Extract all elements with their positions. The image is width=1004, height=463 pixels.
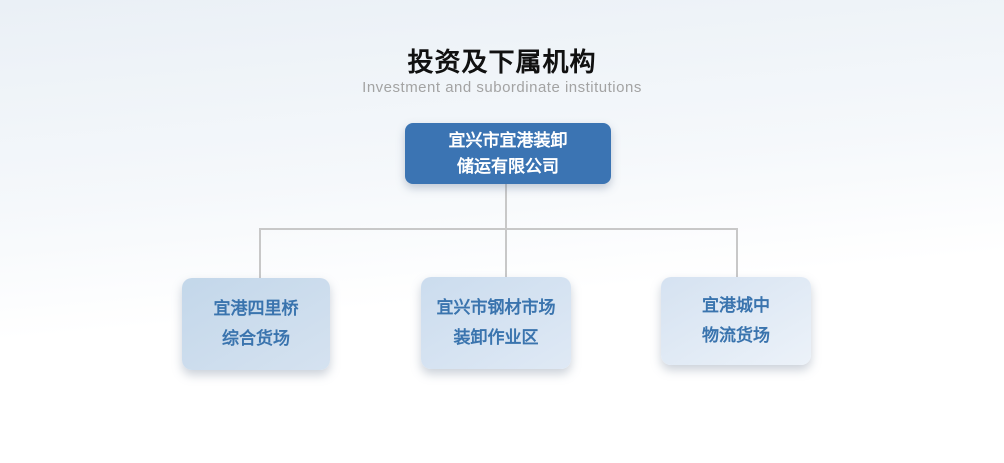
connector-horizontal bbox=[259, 228, 738, 230]
org-node-child-line2: 物流货场 bbox=[702, 326, 770, 345]
page-title: 投资及下属机构 bbox=[407, 47, 597, 77]
org-node-child-siliqiao: 宜港四里桥 综合货场 bbox=[182, 278, 330, 370]
connector-root-stem bbox=[505, 184, 507, 229]
connector-drop-left bbox=[259, 230, 261, 278]
org-node-child-line2: 装卸作业区 bbox=[453, 328, 539, 347]
org-node-child-line1: 宜兴市钢材市场 bbox=[436, 298, 556, 317]
connector-drop-right bbox=[736, 230, 738, 277]
org-node-child-line1: 宜港城中 bbox=[702, 296, 770, 315]
org-node-root-line1: 宜兴市宜港装卸 bbox=[448, 130, 568, 150]
org-node-child-steel-market: 宜兴市钢材市场 装卸作业区 bbox=[421, 277, 571, 369]
org-node-child-line2: 综合货场 bbox=[222, 329, 290, 348]
org-node-child-line1: 宜港四里桥 bbox=[213, 299, 299, 318]
org-node-root: 宜兴市宜港装卸 储运有限公司 bbox=[405, 123, 611, 184]
connector-drop-center bbox=[505, 230, 507, 277]
org-node-root-line2: 储运有限公司 bbox=[457, 156, 559, 176]
org-node-child-chengzhong: 宜港城中 物流货场 bbox=[661, 277, 811, 365]
page-subtitle: Investment and subordinate institutions bbox=[362, 79, 642, 96]
